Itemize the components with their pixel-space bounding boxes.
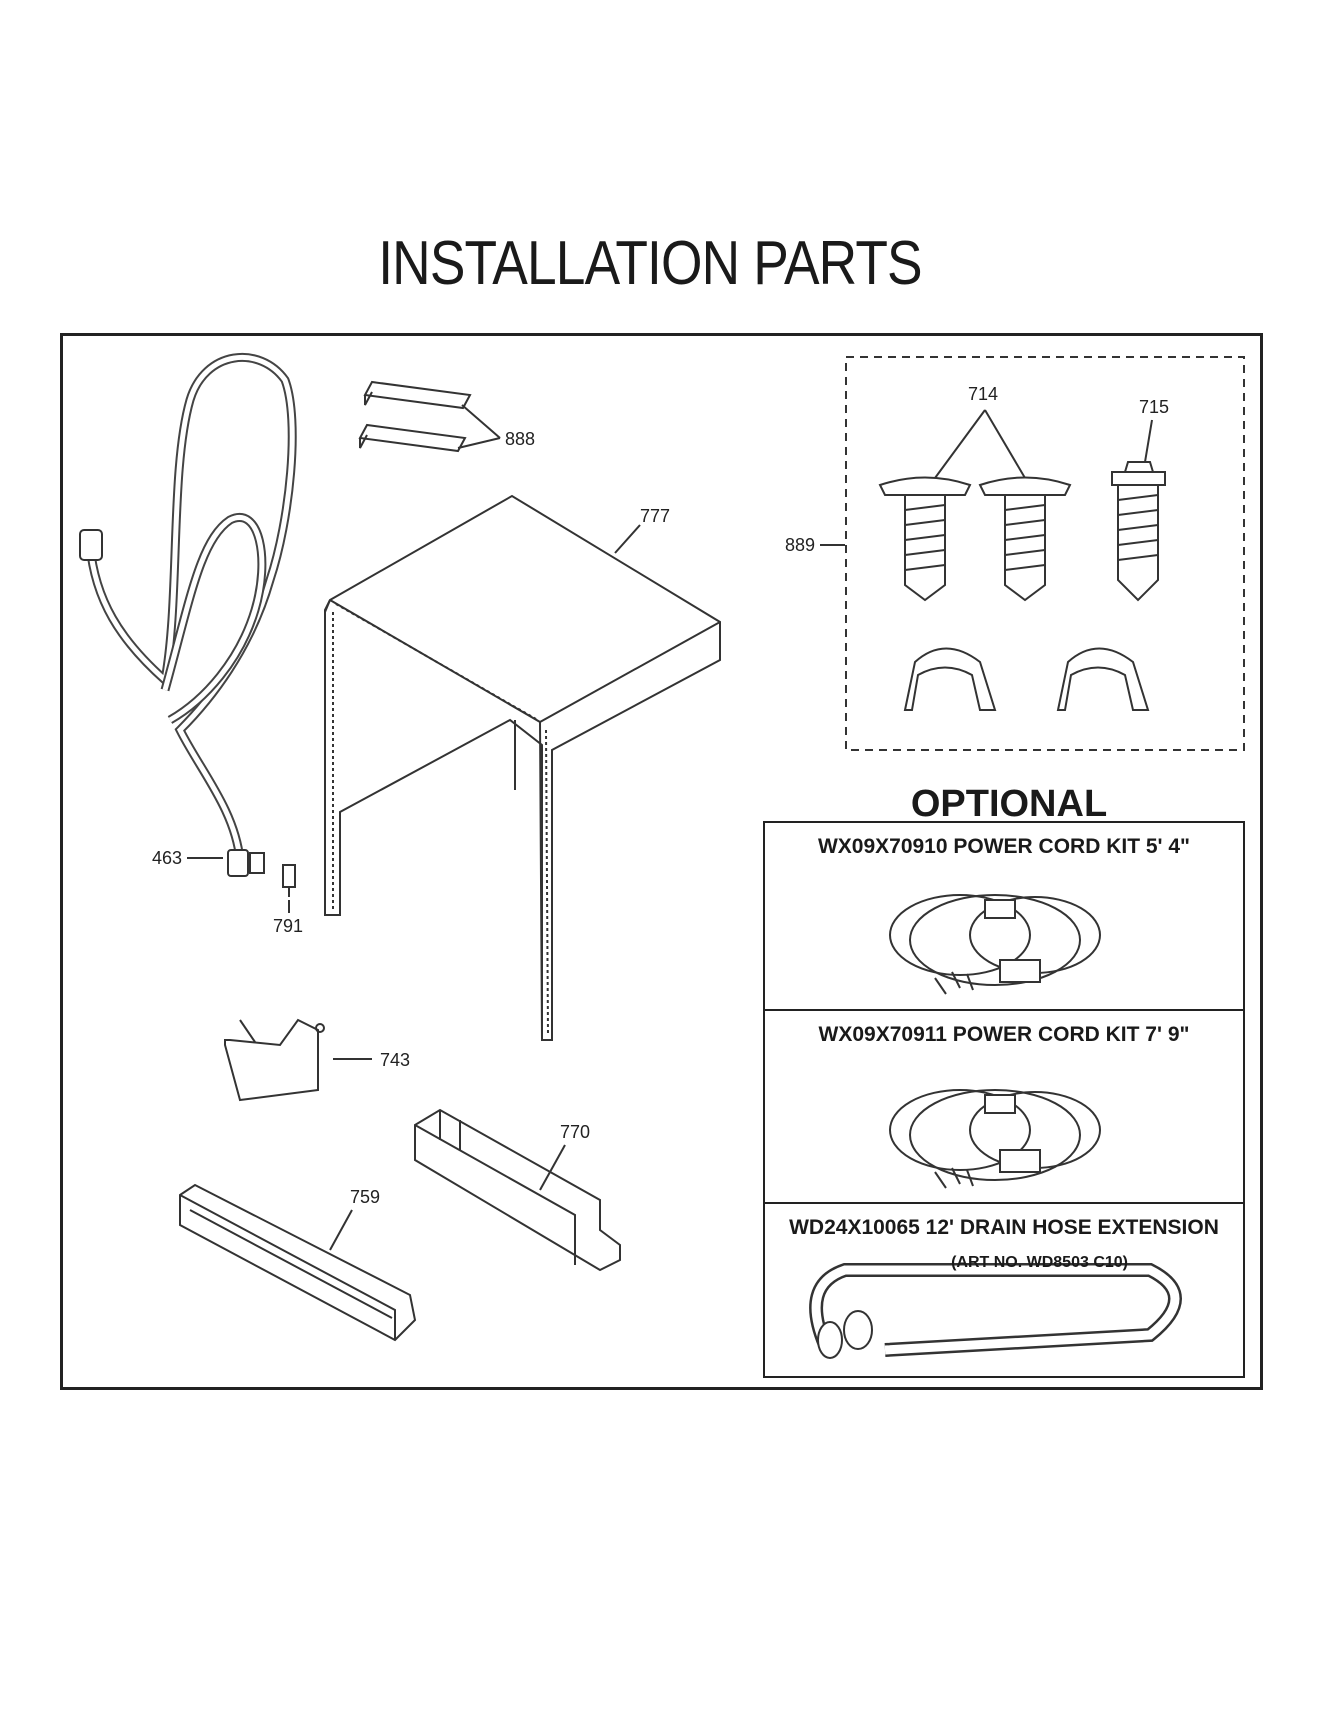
kit-label: WX09X70911 POWER CORD KIT 7' 9" [818, 1023, 1190, 1046]
callout-888: 888 [505, 429, 535, 449]
callout-791: 791 [273, 916, 303, 936]
optional-heading: OPTIONAL [910, 783, 1108, 825]
grommet-icon [903, 647, 1150, 711]
parts-frame [60, 333, 1263, 1390]
junction-box-icon [224, 1018, 325, 1102]
inlet-hose-icon [79, 353, 297, 877]
callout-463: 463 [152, 848, 182, 868]
toe-kick-icon [179, 1183, 417, 1342]
fitting-icon [282, 864, 296, 897]
callout-714: 714 [968, 384, 998, 404]
callout-889: 889 [785, 535, 815, 555]
power-cord-icon [889, 1089, 1101, 1189]
insulation-blanket-icon [324, 494, 721, 1041]
callout-770: 770 [560, 1122, 590, 1142]
page-title: INSTALLATION PARTS [378, 229, 922, 298]
callout-743: 743 [380, 1050, 410, 1070]
kit-label: WD24X10065 12' DRAIN HOSE EXTENSION [789, 1216, 1219, 1239]
art-number: (ART NO. WD8503 C10) [951, 1254, 1128, 1271]
drain-hose-icon [809, 1263, 1182, 1359]
mounting-bracket-icon [358, 380, 472, 453]
screw-icon [878, 461, 1166, 602]
foam-block-icon [414, 1108, 621, 1272]
power-cord-icon [889, 894, 1101, 995]
callout-759: 759 [350, 1187, 380, 1207]
callout-715: 715 [1139, 397, 1169, 417]
kit-label: WX09X70910 POWER CORD KIT 5' 4" [817, 835, 1191, 858]
callout-777: 777 [640, 506, 670, 526]
screw-kit-group [845, 356, 1245, 751]
